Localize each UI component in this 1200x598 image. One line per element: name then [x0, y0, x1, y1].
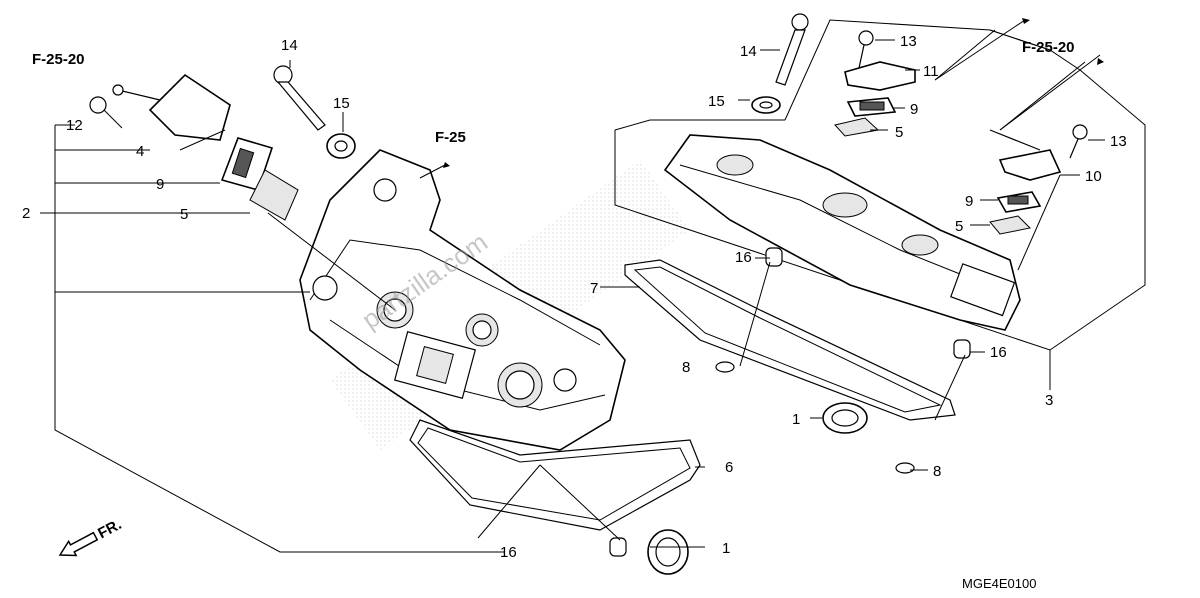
- callout-13-lower: 13: [1110, 133, 1127, 150]
- left-head-cover-assembly: [299, 149, 701, 575]
- callout-1-right: 1: [792, 411, 800, 428]
- callout-11: 11: [923, 63, 939, 80]
- dowel-16-right-b: [953, 339, 971, 359]
- callout-5-right-b: 5: [955, 218, 963, 235]
- callout-9-right-a: 9: [910, 101, 918, 118]
- right-head-cover-assembly: [614, 13, 1146, 474]
- callout-4: 4: [136, 143, 144, 160]
- callout-16-lower: 16: [500, 544, 517, 561]
- grommet-8-a: [715, 361, 735, 373]
- callout-12: 12: [66, 117, 83, 134]
- dowel-16-lower: [609, 537, 627, 557]
- left-small-parts: [89, 65, 356, 221]
- ref-arrow-icon: [443, 162, 450, 168]
- callout-3: 3: [1045, 392, 1053, 409]
- gasket-6: [409, 419, 701, 531]
- front-direction-marker: FR.: [58, 516, 124, 557]
- head-cover-left: [299, 149, 626, 451]
- callout-15-right: 15: [708, 93, 725, 110]
- bolt-14-left: [273, 65, 293, 85]
- ref-arrow-icon: [1022, 18, 1030, 24]
- front-label: FR.: [95, 516, 124, 542]
- drawing-code: MGE4E0100: [962, 576, 1036, 591]
- callout-15-left: 15: [333, 95, 350, 112]
- callout-16-right-b: 16: [990, 344, 1007, 361]
- bolt-13-lower: [1072, 124, 1088, 140]
- port-hole: [373, 178, 397, 202]
- ref-left-top: F-25-20: [32, 51, 85, 68]
- head-cover-right: [663, 134, 1021, 331]
- ref-arrow-icon: [1097, 58, 1104, 65]
- front-arrow-icon: [58, 531, 99, 557]
- bolt-13-upper: [858, 30, 874, 46]
- bolt-14-right: [791, 13, 809, 31]
- ref-center: F-25: [435, 129, 466, 146]
- ref-right-top: F-25-20: [1022, 39, 1075, 56]
- filter-5-right-a: [834, 117, 880, 137]
- callout-10: 10: [1085, 168, 1102, 185]
- callout-9-left: 9: [156, 176, 164, 193]
- dowel-16-right-a: [765, 247, 783, 267]
- leader-lines: [40, 19, 1105, 553]
- callout-5-right-a: 5: [895, 124, 903, 141]
- port-hole: [312, 275, 338, 301]
- gasket-7: [624, 259, 956, 421]
- callout-6: 6: [725, 459, 733, 476]
- callout-1-lower: 1: [722, 540, 730, 557]
- callout-9-right-b: 9: [965, 193, 973, 210]
- callout-14-right: 14: [740, 43, 757, 60]
- callout-7: 7: [590, 280, 598, 297]
- callout-16-right-a: 16: [735, 249, 752, 266]
- filter-5-right-b: [989, 215, 1032, 235]
- bolt-12: [89, 96, 107, 114]
- callout-5-left: 5: [180, 206, 188, 223]
- pipe-10: [998, 149, 1062, 181]
- callout-14-left: 14: [281, 37, 298, 54]
- grommet-8-b: [895, 462, 915, 474]
- filter-5-left: [249, 169, 299, 221]
- callout-8-a: 8: [682, 359, 690, 376]
- callout-labels: F-25-20 F-25 F-25-20 12 4 9 2 5 14 15 16…: [22, 33, 1127, 561]
- callout-8-b: 8: [933, 463, 941, 480]
- pipe-11: [844, 61, 916, 91]
- callout-13-upper: 13: [900, 33, 917, 50]
- breather-cover-4: [148, 73, 231, 141]
- callout-2: 2: [22, 205, 30, 222]
